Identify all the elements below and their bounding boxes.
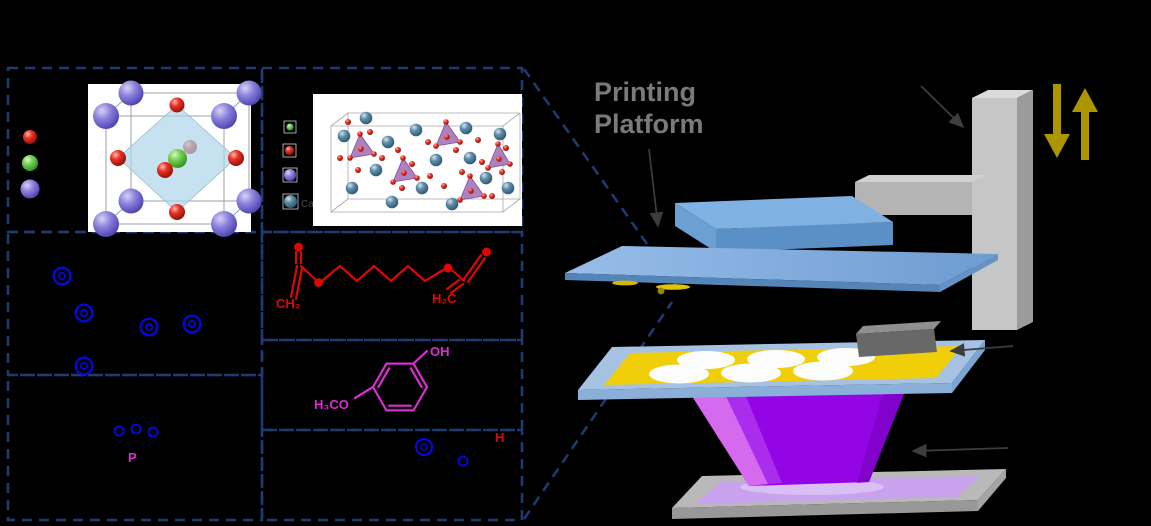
calcium-atoms — [337, 111, 515, 211]
platform-arrow-icon — [648, 148, 664, 228]
platform-label-line1: Printing — [594, 77, 696, 107]
printed-parts — [649, 348, 875, 384]
oh-label: OH — [430, 344, 450, 359]
monomer-circle — [74, 303, 94, 323]
support-arm — [855, 175, 986, 215]
oxygen-atoms — [337, 119, 513, 203]
front-corner-atoms — [93, 103, 237, 237]
bond-lines — [289, 250, 487, 301]
dashed-box-diacrylate — [260, 230, 524, 342]
calcium-legend-label: Ca — [301, 199, 314, 210]
atom-legend-crystal-2: Ca — [282, 120, 314, 210]
purple-atom-legend-icon — [20, 179, 40, 199]
purple-atom-legend-icon — [284, 169, 296, 181]
teal-atom-legend-icon — [284, 195, 297, 208]
photoinitiator-symbol: P — [113, 423, 159, 465]
diacrylate-molecule: CH₂ H₂C — [276, 242, 491, 311]
printer-illustration: Printing Platform — [565, 77, 1098, 519]
red-atom-legend-icon — [23, 130, 37, 144]
vat-arrow-icon — [949, 343, 1014, 357]
monomer-circle — [74, 356, 94, 376]
platform-head — [675, 196, 893, 252]
crystal2-background — [313, 94, 522, 226]
column-arrow-icon — [920, 85, 965, 129]
atom-legend-crystal-1 — [20, 130, 40, 199]
red-atom-legend-icon — [285, 146, 294, 155]
dashed-box-photoinitiator — [6, 373, 264, 522]
monomer-circle — [182, 314, 202, 334]
annotation-arrows — [648, 85, 1014, 458]
zoom-dashed-line-bottom — [522, 301, 674, 520]
h3co-label: H₃CO — [314, 397, 349, 412]
monomer-circles — [52, 266, 202, 376]
vat-tab — [856, 321, 941, 357]
oxygen-atom-dots — [294, 242, 491, 287]
projection-beam — [690, 389, 906, 486]
printing-platform-label: Printing Platform — [594, 77, 704, 139]
resin-vat — [578, 321, 985, 400]
resin-drips — [612, 280, 690, 295]
face-center-oxygen-atoms — [110, 97, 244, 220]
dashed-box-monomer-circles — [6, 230, 264, 377]
green-atom-legend-icon — [22, 155, 38, 171]
center-atom — [168, 149, 187, 168]
monomer-circle — [139, 317, 159, 337]
photoinitiator-label: P — [128, 450, 137, 465]
h2c-label: H₂C — [432, 291, 457, 306]
dashed-box-bottom-right — [260, 428, 524, 522]
phosphate-tetrahedra — [349, 121, 511, 201]
dashed-box-inhibitor — [260, 338, 524, 432]
down-arrow-icon — [1044, 84, 1070, 158]
ch2-label: CH₂ — [276, 296, 301, 311]
bottom-right-symbols: H — [414, 430, 504, 467]
back-corner-atoms — [118, 80, 262, 214]
phosphate-crystal — [313, 94, 522, 226]
green-atom-legend-icon — [286, 123, 294, 131]
beam-arrow-icon — [911, 443, 1009, 458]
perovskite-crystal — [88, 80, 262, 237]
support-column — [972, 90, 1033, 330]
methoxyphenol-molecule: OH H₃CO — [314, 344, 450, 412]
printing-platform-sheet — [565, 246, 998, 295]
hydrogen-label: H — [495, 430, 504, 445]
bond-lines — [353, 349, 429, 412]
platform-label-line2: Platform — [594, 109, 704, 139]
monomer-circle — [52, 266, 72, 286]
up-arrow-icon — [1072, 88, 1098, 160]
motion-arrows — [1044, 84, 1098, 160]
